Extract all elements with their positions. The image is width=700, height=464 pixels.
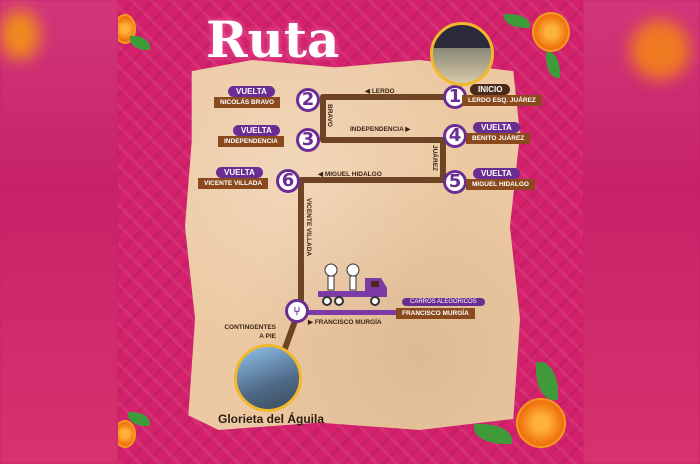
stop-3-marker: 3 <box>296 128 320 152</box>
blurred-background-right <box>583 0 700 464</box>
floats-tag: CARROS ALEGÓRICOS <box>402 298 485 306</box>
poster-title: Ruta <box>206 10 340 69</box>
walkers-label: CONTINGENTES A PIE <box>224 324 276 340</box>
stop-5-street: MIGUEL HIDALGO <box>466 179 535 190</box>
street-name: INDEPENDENCIA <box>350 126 404 133</box>
stop-4-tag: VUELTA <box>473 122 520 133</box>
stop-2-street: NICOLÁS BRAVO <box>214 97 281 108</box>
stop-1-tag: INICIO <box>470 84 511 95</box>
float-truck-icon <box>318 263 387 306</box>
junction-split-icon: ⑂ <box>285 299 309 323</box>
stop-6-tag: VUELTA <box>216 167 263 178</box>
road-hidalgo <box>300 177 446 183</box>
stop-4-marker: 4 <box>443 124 467 148</box>
leaf-icon <box>536 362 558 400</box>
street-name: MIGUEL HIDALGO <box>324 171 382 178</box>
leaf-icon <box>474 424 512 444</box>
marigold-flower-icon <box>532 12 570 52</box>
street-label-hidalgo: ◀ MIGUEL HIDALGO <box>318 171 382 178</box>
eagle-monument-photo <box>234 344 302 412</box>
stop-2-tag: VUELTA <box>228 86 275 97</box>
stop-3-tag: VUELTA <box>233 125 280 136</box>
route-poster: Ruta 1 INICIO LERDO ESQ. JUÁREZ 2 VUELTA… <box>118 0 583 464</box>
stop-5-marker: 5 <box>443 170 467 194</box>
marigold-flower-icon <box>516 398 566 448</box>
stop-4-street: BENITO JUÁREZ <box>466 133 531 144</box>
leaf-icon <box>504 14 530 28</box>
start-building-photo <box>430 22 494 86</box>
street-label-lerdo: ◀ LERDO <box>365 88 395 95</box>
marigold-flower-icon <box>118 420 136 448</box>
road-bravo <box>320 94 326 142</box>
road-lerdo <box>320 94 460 100</box>
road-independencia <box>320 137 446 143</box>
parchment-map <box>185 60 520 430</box>
floats-street: FRANCISCO MURGÍA <box>396 308 475 319</box>
stop-2-marker: 2 <box>296 88 320 112</box>
stop-3-street: INDEPENDENCIA <box>218 136 284 147</box>
stop-6-marker: 6 <box>276 169 300 193</box>
destination-label: Glorieta del Águila <box>218 412 325 426</box>
road-murgia <box>304 310 400 315</box>
blurred-flower <box>0 10 40 60</box>
stop-5-tag: VUELTA <box>473 168 520 179</box>
street-label-independencia: INDEPENDENCIA ▶ <box>350 126 411 133</box>
stop-6-street: VICENTE VILLADA <box>198 178 269 189</box>
street-label-bravo: BRAVO <box>326 104 333 127</box>
street-name: FRANCISCO MURGÍA <box>314 319 382 326</box>
blurred-background-left <box>0 0 118 464</box>
street-name: LERDO <box>371 88 395 95</box>
street-label-villada: VICENTE VILLADA <box>305 198 312 257</box>
street-label-murgia: ▶ FRANCISCO MURGÍA <box>308 319 382 326</box>
road-villada <box>298 177 304 309</box>
leaf-icon <box>128 412 150 426</box>
street-label-juarez: JUÁREZ <box>431 145 438 172</box>
road-juarez <box>440 137 446 183</box>
leaf-icon <box>130 36 150 50</box>
leaf-icon <box>546 52 560 78</box>
blurred-flower <box>630 20 690 80</box>
stop-1-street: LERDO ESQ. JUÁREZ <box>462 95 542 106</box>
